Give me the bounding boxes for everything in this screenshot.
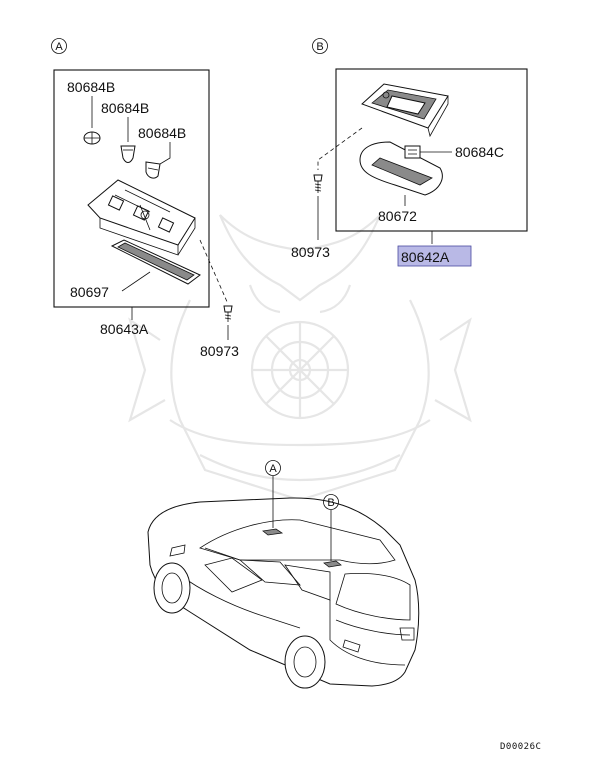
callout-b-car: B (327, 497, 334, 509)
bulb-80684b-1 (83, 131, 101, 145)
screw-80973-left (223, 305, 233, 322)
callout-b-top: B (316, 41, 323, 53)
callout-circle-a (51, 38, 67, 54)
label-80697: 80697 (70, 284, 109, 300)
screw-80973-right (313, 174, 323, 193)
label-80684b-3: 80684B (138, 125, 186, 141)
callout-circle-b-car (323, 494, 339, 510)
label-80973-left: 80973 (200, 343, 239, 359)
callout-circle-b (312, 38, 328, 54)
callout-a-car: A (269, 463, 277, 475)
label-80684b-1: 80684B (67, 79, 115, 95)
bulb-80684c (404, 145, 421, 159)
lamp-housing-80643a (87, 179, 196, 256)
label-80973-right: 80973 (291, 244, 330, 260)
label-80642a: 80642A (401, 249, 450, 265)
callout-circle-a-car (265, 460, 281, 476)
label-80684c: 80684C (455, 144, 504, 160)
section-a: A 80684B 80684B 80684B (51, 38, 239, 359)
lens-80672 (359, 141, 443, 196)
label-80684b-2: 80684B (101, 100, 149, 116)
bulb-80684b-3 (145, 161, 161, 179)
marker-lamp-a (262, 528, 284, 536)
section-b: B 80684C 80672 (291, 38, 528, 267)
label-80642a-highlight (397, 245, 472, 267)
frame-80642a (335, 68, 528, 232)
lamp-bezel (361, 83, 449, 138)
callout-a-top: A (55, 41, 63, 53)
frame-80643a (53, 69, 210, 308)
marker-lamp-b (323, 560, 342, 568)
vehicle-outline: A B (147, 460, 420, 689)
bulb-80684b-2 (120, 145, 136, 163)
label-80672: 80672 (378, 208, 417, 224)
watermark-emblem (128, 214, 472, 502)
lens-80697 (110, 239, 201, 285)
diagram-code: D00026C (500, 742, 541, 752)
label-80643a: 80643A (100, 321, 149, 337)
